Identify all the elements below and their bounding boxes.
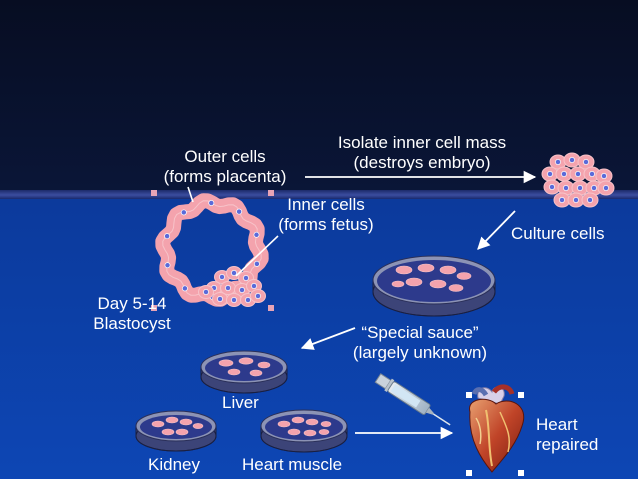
culture-cells-label: Culture cells xyxy=(511,224,605,243)
inner-cells-label: Inner cells (forms fetus) xyxy=(252,195,400,235)
arrow-culture xyxy=(477,210,516,250)
heart-repaired-line-2: repaired xyxy=(536,435,599,454)
special-sauce-line-1: “Special sauce” xyxy=(361,323,479,342)
special-sauce-line-2: (largely unknown) xyxy=(352,343,488,362)
heart-muscle-label: Heart muscle xyxy=(242,455,343,474)
heart-repaired-line-1: Heart xyxy=(536,415,578,434)
corner-mark xyxy=(268,305,274,311)
corner-mark xyxy=(151,190,157,196)
outer-cells-line-1: Outer cells xyxy=(184,147,266,166)
isolate-line-2: (destroys embryo) xyxy=(353,153,491,172)
background-band xyxy=(0,190,638,200)
corner-mark xyxy=(268,190,274,196)
cell-cluster-icon xyxy=(541,152,615,208)
pointer-outer-cells xyxy=(187,186,194,203)
isolate-label: Isolate inner cell mass (destroys embryo… xyxy=(298,133,546,173)
background-top xyxy=(0,0,638,196)
liver-label: Liver xyxy=(222,393,259,412)
arrow-differentiate xyxy=(300,327,356,350)
corner-mark xyxy=(151,305,157,311)
inner-cells-line-2: (forms fetus) xyxy=(278,215,374,234)
isolate-line-1: Isolate inner cell mass xyxy=(337,133,507,152)
pointer-inner-cells xyxy=(235,235,279,277)
petri-dish-icon xyxy=(260,409,348,453)
special-sauce-label: “Special sauce” (largely unknown) xyxy=(320,323,520,363)
heart-repaired-label: Heart repaired xyxy=(536,415,598,455)
blastocyst-name-label: Blastocyst xyxy=(93,314,171,333)
blastocyst-label: Day 5-14 Blastocyst xyxy=(80,294,184,334)
kidney-label: Kidney xyxy=(148,455,200,474)
inner-cells-line-1: Inner cells xyxy=(287,195,365,214)
syringe-icon xyxy=(374,373,451,426)
day-range-label: Day 5-14 xyxy=(97,294,167,313)
heart-icon xyxy=(466,384,525,476)
petri-dish-icon xyxy=(372,255,496,317)
outer-cells-line-2: (forms placenta) xyxy=(163,167,287,186)
blastocyst-icon xyxy=(151,190,274,311)
petri-dish-icon xyxy=(135,410,217,452)
petri-dish-icon xyxy=(200,350,288,394)
outer-cells-label: Outer cells (forms placenta) xyxy=(140,147,310,187)
